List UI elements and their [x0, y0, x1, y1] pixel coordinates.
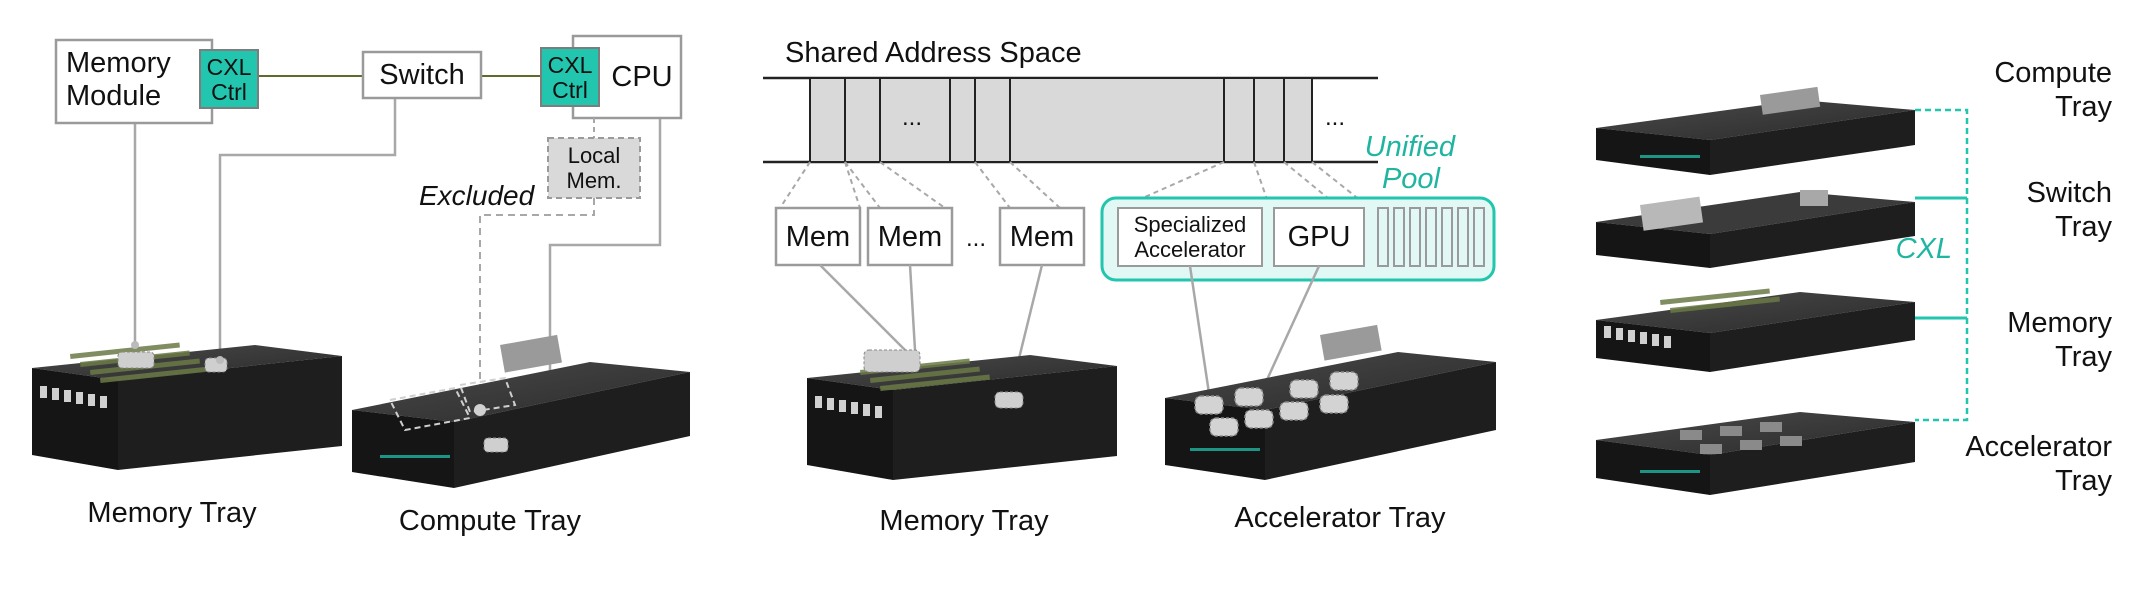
stack-label-accelerator-2: Tray [2055, 465, 2112, 497]
local-mem-link [479, 198, 595, 410]
middle-panel: Shared Address Space ... ... [763, 37, 1496, 537]
local-mem-point [474, 404, 486, 416]
address-space-title: Shared Address Space [785, 37, 1082, 69]
right-panel: CXL Compute Tray Switch Tray Memory Tray… [1596, 57, 2112, 497]
memory-tray-middle [807, 349, 1117, 480]
stack-label-switch: Switch [2027, 177, 2112, 209]
tray-links [819, 264, 1321, 401]
mem-box-ellipsis: ... [966, 225, 986, 252]
cxl-ctrl-cpu-label: CXL [548, 52, 593, 78]
stack-accelerator-tray [1596, 412, 1915, 495]
stack-label-accelerator: Accelerator [1965, 431, 2112, 463]
stack-compute-tray [1596, 86, 1915, 175]
address-space-ellipsis-2: ... [1325, 104, 1345, 131]
cxl-ctrl-memory-label: CXL [207, 54, 252, 80]
mem-box-2 [866, 206, 954, 267]
mem-box-2-label: Mem [878, 221, 942, 253]
cxl-ctrl-memory-label-2: Ctrl [211, 79, 247, 105]
accelerator-tray [1165, 324, 1496, 480]
memory-module-label: Memory [66, 47, 171, 79]
stack-label-memory: Memory [2007, 307, 2112, 339]
mem-box-3-label: Mem [1010, 221, 1074, 253]
cxl-bus-dashed [1915, 108, 1969, 422]
excluded-cpu-highlight [388, 386, 472, 432]
left-panel: Memory Module CXL Ctrl Switch CPU CXL Ct… [32, 34, 690, 537]
stack-label-memory-2: Tray [2055, 341, 2112, 373]
cxl-label: CXL [1896, 233, 1952, 265]
memory-tray-left [32, 341, 342, 470]
mem-box-3 [998, 206, 1086, 267]
address-space-blocks [809, 77, 1313, 163]
memory-module-highlight [117, 351, 155, 369]
switch-link [218, 98, 397, 360]
mem-box-1-label: Mem [786, 221, 850, 253]
cxl-ctrl-cpu-label-2: Ctrl [552, 77, 588, 103]
excluded-mem-highlight [458, 376, 517, 414]
memory-highlight-middle-2 [994, 391, 1024, 409]
specialized-accelerator-label-2: Accelerator [1134, 237, 1245, 262]
memory-tray-middle-label: Memory Tray [879, 505, 1049, 537]
gpu-box [1273, 207, 1365, 267]
stack-memory-tray [1596, 288, 1915, 372]
cpu-label: CPU [611, 61, 672, 93]
stack-switch-tray [1596, 190, 1915, 268]
stack-label-compute-2: Tray [2055, 91, 2112, 123]
local-mem-label: Local [568, 143, 621, 168]
gpu-label: GPU [1288, 221, 1351, 253]
memory-tray-left-label: Memory Tray [87, 497, 257, 529]
compute-tray-label: Compute Tray [399, 505, 582, 537]
compute-tray [352, 334, 690, 488]
local-mem-box [547, 137, 641, 199]
unified-pool-label-2: Pool [1382, 163, 1442, 195]
mem-box-1 [774, 206, 862, 267]
memory-highlight-middle [863, 349, 921, 373]
accelerator-tray-label: Accelerator Tray [1234, 502, 1446, 534]
switch-label: Switch [379, 59, 464, 91]
cpu-cxl-highlight [483, 437, 509, 453]
stack-label-compute: Compute [1994, 57, 2112, 89]
stack-label-switch-2: Tray [2055, 211, 2112, 243]
memory-module-label-2: Module [66, 80, 161, 112]
address-space-ellipsis: ... [902, 104, 922, 131]
excluded-label: Excluded [419, 180, 536, 211]
switch-box [361, 50, 483, 100]
unified-pool-label: Unified [1365, 131, 1456, 163]
cxl-ctrl-cpu [540, 47, 600, 107]
cxl-ctrl-memory [199, 49, 259, 109]
local-mem-label-2: Mem. [567, 168, 622, 193]
accelerator-chips [1194, 371, 1359, 437]
pool-slots [1377, 207, 1485, 267]
specialized-accelerator-label: Specialized [1134, 212, 1247, 237]
specialized-accelerator-box [1117, 207, 1263, 267]
memory-module-box [54, 38, 214, 125]
